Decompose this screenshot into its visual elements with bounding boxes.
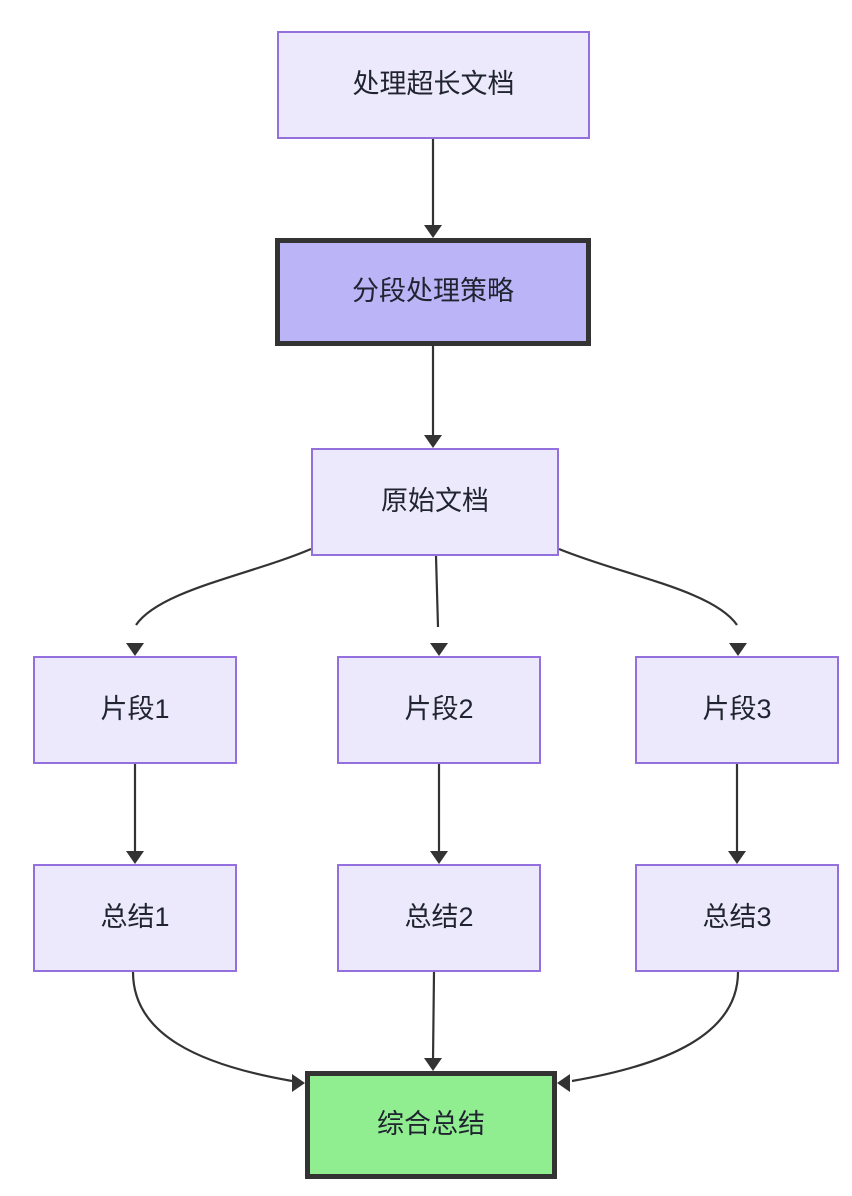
arrowhead-icon (424, 225, 442, 238)
node-box[interactable] (277, 31, 590, 139)
node-fragment-2[interactable]: 片段2 (337, 656, 541, 764)
edge-fragment-3-to-summary-3 (728, 764, 746, 864)
node-fragment-3[interactable]: 片段3 (635, 656, 839, 764)
arrowhead-icon (729, 643, 747, 656)
edge-line (135, 547, 312, 626)
node-box[interactable] (635, 656, 839, 764)
arrowhead-icon (126, 643, 144, 656)
edge-original-document-to-fragment-2 (430, 555, 448, 656)
arrowhead-icon (424, 1058, 442, 1071)
edge-summary-3-to-final-summary (557, 971, 740, 1092)
edge-fragment-2-to-summary-2 (430, 764, 448, 864)
node-summary-3[interactable]: 总结3 (635, 864, 839, 972)
node-final-summary[interactable]: 综合总结 (305, 1071, 557, 1179)
node-box[interactable] (337, 864, 541, 972)
edge-process-long-document-to-chunking-strategy (424, 139, 442, 238)
edge-original-document-to-fragment-3 (558, 547, 747, 656)
node-label: 原始文档 (381, 486, 489, 516)
edge-line (131, 971, 293, 1083)
edge-chunking-strategy-to-original-document (424, 346, 442, 448)
node-box[interactable] (275, 238, 591, 346)
node-chunking-strategy[interactable]: 分段处理策略 (275, 238, 591, 346)
edge-line (431, 971, 436, 1062)
node-box[interactable] (635, 864, 839, 972)
edge-line (571, 971, 740, 1083)
node-summary-2[interactable]: 总结2 (337, 864, 541, 972)
node-label: 分段处理策略 (352, 276, 514, 306)
arrowhead-icon (430, 643, 448, 656)
node-box[interactable] (311, 448, 559, 556)
arrowhead-icon (728, 851, 746, 864)
node-label: 综合总结 (377, 1109, 485, 1139)
arrowhead-icon (424, 435, 442, 448)
arrowhead-icon (292, 1074, 305, 1092)
edge-fragment-1-to-summary-1 (126, 764, 144, 864)
node-box[interactable] (33, 656, 237, 764)
node-summary-1[interactable]: 总结1 (33, 864, 237, 972)
node-process-long-document[interactable]: 处理超长文档 (277, 31, 590, 139)
edge-summary-1-to-final-summary (131, 971, 305, 1092)
arrowhead-icon (126, 851, 144, 864)
edge-line (558, 547, 738, 626)
node-label: 处理超长文档 (353, 69, 515, 99)
node-box[interactable] (305, 1071, 557, 1179)
node-label: 片段1 (100, 694, 169, 724)
edges-layer (126, 139, 747, 1092)
node-box[interactable] (337, 656, 541, 764)
node-label: 总结3 (702, 902, 771, 932)
node-label: 总结2 (404, 902, 473, 932)
node-label: 片段2 (404, 694, 473, 724)
edge-summary-2-to-final-summary (424, 971, 442, 1071)
node-label: 片段3 (702, 694, 771, 724)
node-fragment-1[interactable]: 片段1 (33, 656, 237, 764)
arrowhead-icon (557, 1074, 570, 1092)
node-box[interactable] (33, 864, 237, 972)
arrowhead-icon (430, 851, 448, 864)
node-original-document[interactable]: 原始文档 (311, 448, 559, 556)
node-label: 总结1 (100, 902, 169, 932)
edge-original-document-to-fragment-1 (126, 547, 312, 656)
edge-line (434, 555, 440, 628)
